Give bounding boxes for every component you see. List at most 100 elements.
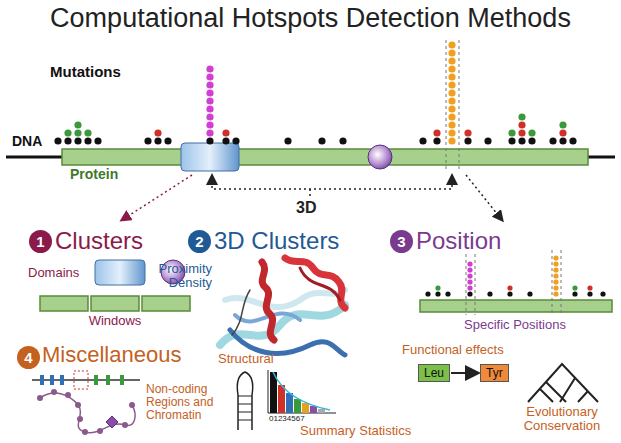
label: Specific Positions <box>455 318 575 332</box>
connector-arrow <box>451 372 479 374</box>
drawing-part <box>220 258 345 355</box>
mutation-dot <box>206 97 213 104</box>
mutation-dot <box>448 57 455 64</box>
drawing-part <box>40 296 88 311</box>
mutation-dot <box>445 291 450 296</box>
mutation-dot <box>587 285 592 290</box>
drawing-part <box>62 149 588 165</box>
node-text: 3 <box>397 233 405 250</box>
mutation-dot <box>74 137 81 144</box>
mutation-dot <box>528 137 535 144</box>
drawing-part <box>232 290 250 335</box>
amino-acid-box: Leu <box>418 364 450 382</box>
drawing-part <box>268 370 269 413</box>
mutation-dot <box>559 129 566 136</box>
mutation-dot <box>318 137 325 144</box>
label: 3D Clusters <box>214 228 339 254</box>
mutation-dot <box>467 261 472 266</box>
drawing-part <box>238 420 252 421</box>
mutation-dot <box>222 137 229 144</box>
drawing-part <box>75 402 81 408</box>
mutation-dot <box>448 113 455 120</box>
mutation-dot <box>559 137 566 144</box>
drawing-part <box>262 262 274 340</box>
mutation-dot <box>553 261 558 266</box>
mutation-dot <box>527 291 532 296</box>
mutation-dot <box>448 105 455 112</box>
mutation-dot <box>528 129 535 136</box>
mutation-dot <box>569 137 576 144</box>
drawing-part <box>278 385 285 413</box>
label: Mutations <box>50 64 121 81</box>
mutation-dot <box>507 291 512 296</box>
mutation-dot <box>425 291 430 296</box>
drawing-part <box>129 402 135 408</box>
drawing-part <box>37 395 43 401</box>
mutation-dot <box>206 121 213 128</box>
mutation-dot <box>464 129 471 136</box>
drawing-part <box>120 375 124 385</box>
mutation-dot <box>206 105 213 112</box>
drawing-part <box>446 40 447 170</box>
mutation-dot <box>467 267 472 272</box>
drawing-part <box>94 375 98 385</box>
label: DNA <box>12 134 42 149</box>
mutation-dot <box>518 121 525 128</box>
drawing-part <box>238 396 252 420</box>
drawing-part <box>97 428 103 434</box>
drawing-part <box>82 429 88 435</box>
mutation-dot <box>448 73 455 80</box>
mutation-dot <box>206 129 213 136</box>
mutation-dot <box>553 279 558 284</box>
drawing-part <box>91 296 139 311</box>
mutation-dot <box>94 137 101 144</box>
label: Miscellaneous <box>42 343 181 367</box>
drawing-part <box>74 371 88 389</box>
mutation-dot <box>206 65 213 72</box>
drawing-part <box>420 300 612 312</box>
label: Summary Statistics <box>300 424 411 438</box>
drawing-part <box>302 403 309 413</box>
mutation-dot <box>464 137 471 144</box>
mutation-dot <box>553 273 558 278</box>
mutation-dot <box>467 285 472 290</box>
drawing-part <box>122 175 192 220</box>
mutation-dot <box>84 137 91 144</box>
mutation-dot <box>448 49 455 56</box>
mutation-dot <box>518 137 525 144</box>
mutation-dot <box>433 129 440 136</box>
drawing-part <box>238 396 252 397</box>
mutation-dot <box>144 137 151 144</box>
mutation-dot <box>553 285 558 290</box>
mutation-dot <box>448 129 455 136</box>
amino-acid-box: Tyr <box>480 364 509 382</box>
callout-number: 1 <box>29 230 52 253</box>
label: Structural <box>218 352 274 366</box>
callout-number: 3 <box>390 230 413 253</box>
drawing-part <box>273 372 330 410</box>
mutation-dot <box>74 121 81 128</box>
mutation-dot <box>518 113 525 120</box>
node-text: 4 <box>24 349 32 366</box>
mutation-dot <box>448 121 455 128</box>
label: Domains <box>28 266 79 280</box>
label: Proximity Density <box>140 262 212 291</box>
drawing-part <box>561 250 562 315</box>
drawing-part <box>238 404 252 405</box>
drawing-part <box>212 176 452 189</box>
mutation-dot <box>553 291 558 296</box>
mutation-dot <box>74 129 81 136</box>
title: Computational Hotspots Detection Methods <box>0 4 621 34</box>
drawing-part <box>238 412 252 413</box>
label: Non-coding Regions and Chromatin <box>146 383 222 423</box>
mutation-dot <box>435 285 440 290</box>
mutation-dot <box>507 285 512 290</box>
mutation-dot <box>206 113 213 120</box>
drawing-part <box>552 250 553 315</box>
mutation-dot <box>339 137 346 144</box>
drawing-part <box>40 375 44 385</box>
drawing-part <box>466 175 502 220</box>
drawing-part <box>37 389 135 435</box>
mutation-dot <box>448 81 455 88</box>
mutation-dot <box>559 121 566 128</box>
